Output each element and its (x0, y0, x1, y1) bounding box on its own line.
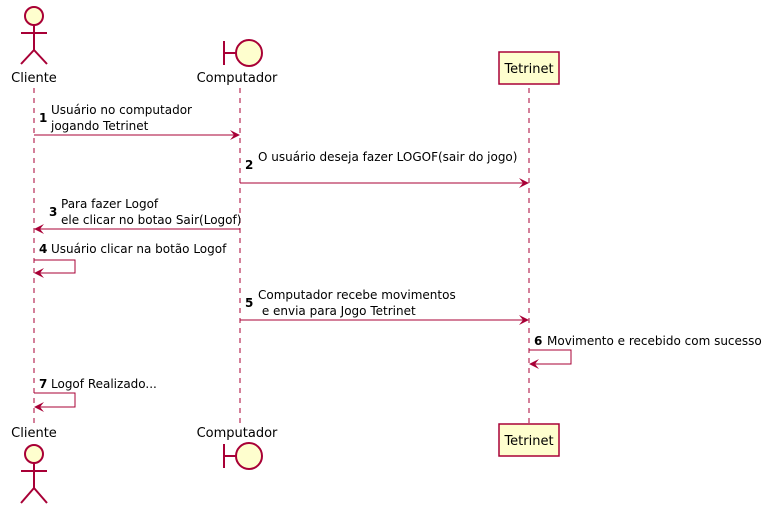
participant-name-computador-bottom: Computador (197, 426, 278, 441)
message-label-line: jogando Tetrinet (50, 119, 149, 133)
message-6: 6 Movimento e recebido com sucesso (529, 334, 762, 369)
message-number: 4 (39, 242, 47, 256)
message-4: 4 Usuário clicar na botão Logof (34, 242, 227, 278)
message-label-line: Usuário clicar na botão Logof (51, 242, 227, 256)
actor-icon-bottom (20, 444, 48, 504)
boundary-icon-bottom (223, 442, 263, 470)
boundary-icon-top (223, 39, 263, 67)
message-number: 3 (49, 205, 57, 219)
message-7: 7 Logof Realizado... (34, 377, 157, 412)
message-arrow (529, 349, 572, 369)
message-number: 5 (245, 296, 253, 310)
message-number: 1 (39, 111, 47, 125)
message-label-line: O usuário deseja fazer LOGOF(sair do jog… (258, 150, 517, 164)
message-label-line: e envia para Jogo Tetrinet (258, 304, 416, 318)
message-arrow (34, 259, 76, 278)
message-label-line: Para fazer Logof (61, 197, 159, 211)
message-label-line: Computador recebe movimentos (258, 288, 456, 302)
participant-name-cliente-bottom: Cliente (11, 426, 57, 441)
message-number: 6 (534, 334, 542, 348)
message-number: 2 (245, 158, 253, 172)
participant-box-tetrinet-bottom (498, 423, 560, 457)
message-5: 5 Computador recebe movimentos e envia p… (240, 288, 529, 325)
message-label-line: Usuário no computador (51, 103, 192, 117)
message-label-line: ele clicar no botao Sair(Logof) (61, 213, 241, 227)
message-3: 3 Para fazer Logof ele clicar no botao S… (34, 197, 241, 234)
message-label-line: Logof Realizado... (51, 377, 157, 391)
message-number: 7 (39, 377, 47, 391)
participant-name-tetrinet-top: Tetrinet (503, 62, 553, 77)
actor-icon-top (20, 6, 48, 65)
participant-name-computador-top: Computador (197, 71, 278, 86)
participant-name-cliente-top: Cliente (11, 71, 57, 86)
message-2: 2 O usuário deseja fazer LOGOF(sair do j… (240, 150, 529, 188)
participant-box-tetrinet-top (498, 51, 560, 85)
message-arrow (34, 392, 76, 412)
message-1: 1 Usuário no computador jogando Tetrinet (34, 103, 240, 140)
participant-name-tetrinet-bottom: Tetrinet (503, 434, 553, 449)
message-label-line: Movimento e recebido com sucesso (547, 334, 762, 348)
